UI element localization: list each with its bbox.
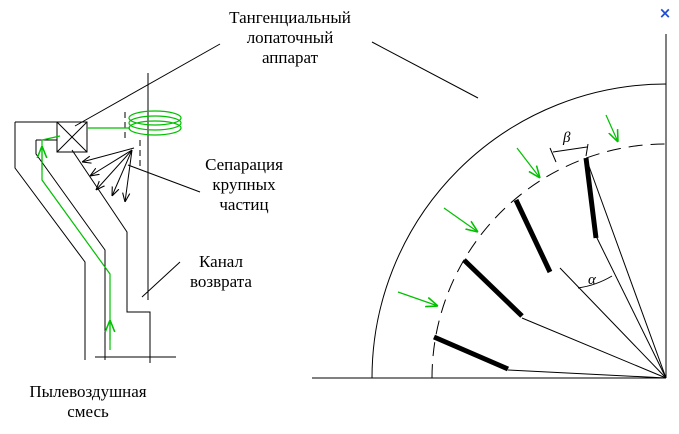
leader-separation xyxy=(127,164,201,193)
vane-apparatus xyxy=(312,34,667,379)
label-tangential-line3: аппарат xyxy=(261,48,319,67)
vanes xyxy=(433,157,599,372)
close-icon[interactable]: × xyxy=(658,4,672,22)
label-return-line1: Канал xyxy=(199,252,243,271)
vane-3 xyxy=(462,258,524,318)
vane-2 xyxy=(513,198,553,274)
label-mixture-line2: смесь xyxy=(67,402,109,421)
leader-return xyxy=(141,261,181,298)
label-tangential: Тангенциальный лопаточный аппарат xyxy=(210,8,370,68)
label-mixture: Пылевоздушная смесь xyxy=(8,382,168,422)
label-return-line2: возврата xyxy=(190,272,252,291)
leader-tangential-right xyxy=(371,41,479,99)
vortex-coil-icon xyxy=(128,110,182,136)
airflow-path xyxy=(42,127,130,350)
beta-label: β xyxy=(562,130,571,146)
label-separation-line1: Сепарация xyxy=(205,155,283,174)
alpha-label: α xyxy=(588,272,597,288)
label-tangential-line2: лопаточный xyxy=(246,28,334,47)
label-separation: Сепарация крупных частиц xyxy=(188,155,300,215)
vane-box xyxy=(56,121,88,153)
separation-arrows xyxy=(82,147,135,202)
vane-4 xyxy=(433,334,509,372)
label-separation-line2: крупных xyxy=(212,175,276,194)
label-separation-line3: частиц xyxy=(219,195,269,214)
vane-1 xyxy=(583,157,599,239)
inflow-arrows xyxy=(397,114,618,306)
leader-tangential-left xyxy=(74,43,221,127)
label-return: Канал возврата xyxy=(178,252,264,292)
label-mixture-line1: Пылевоздушная xyxy=(29,382,147,401)
label-tangential-line1: Тангенциальный xyxy=(229,8,351,27)
